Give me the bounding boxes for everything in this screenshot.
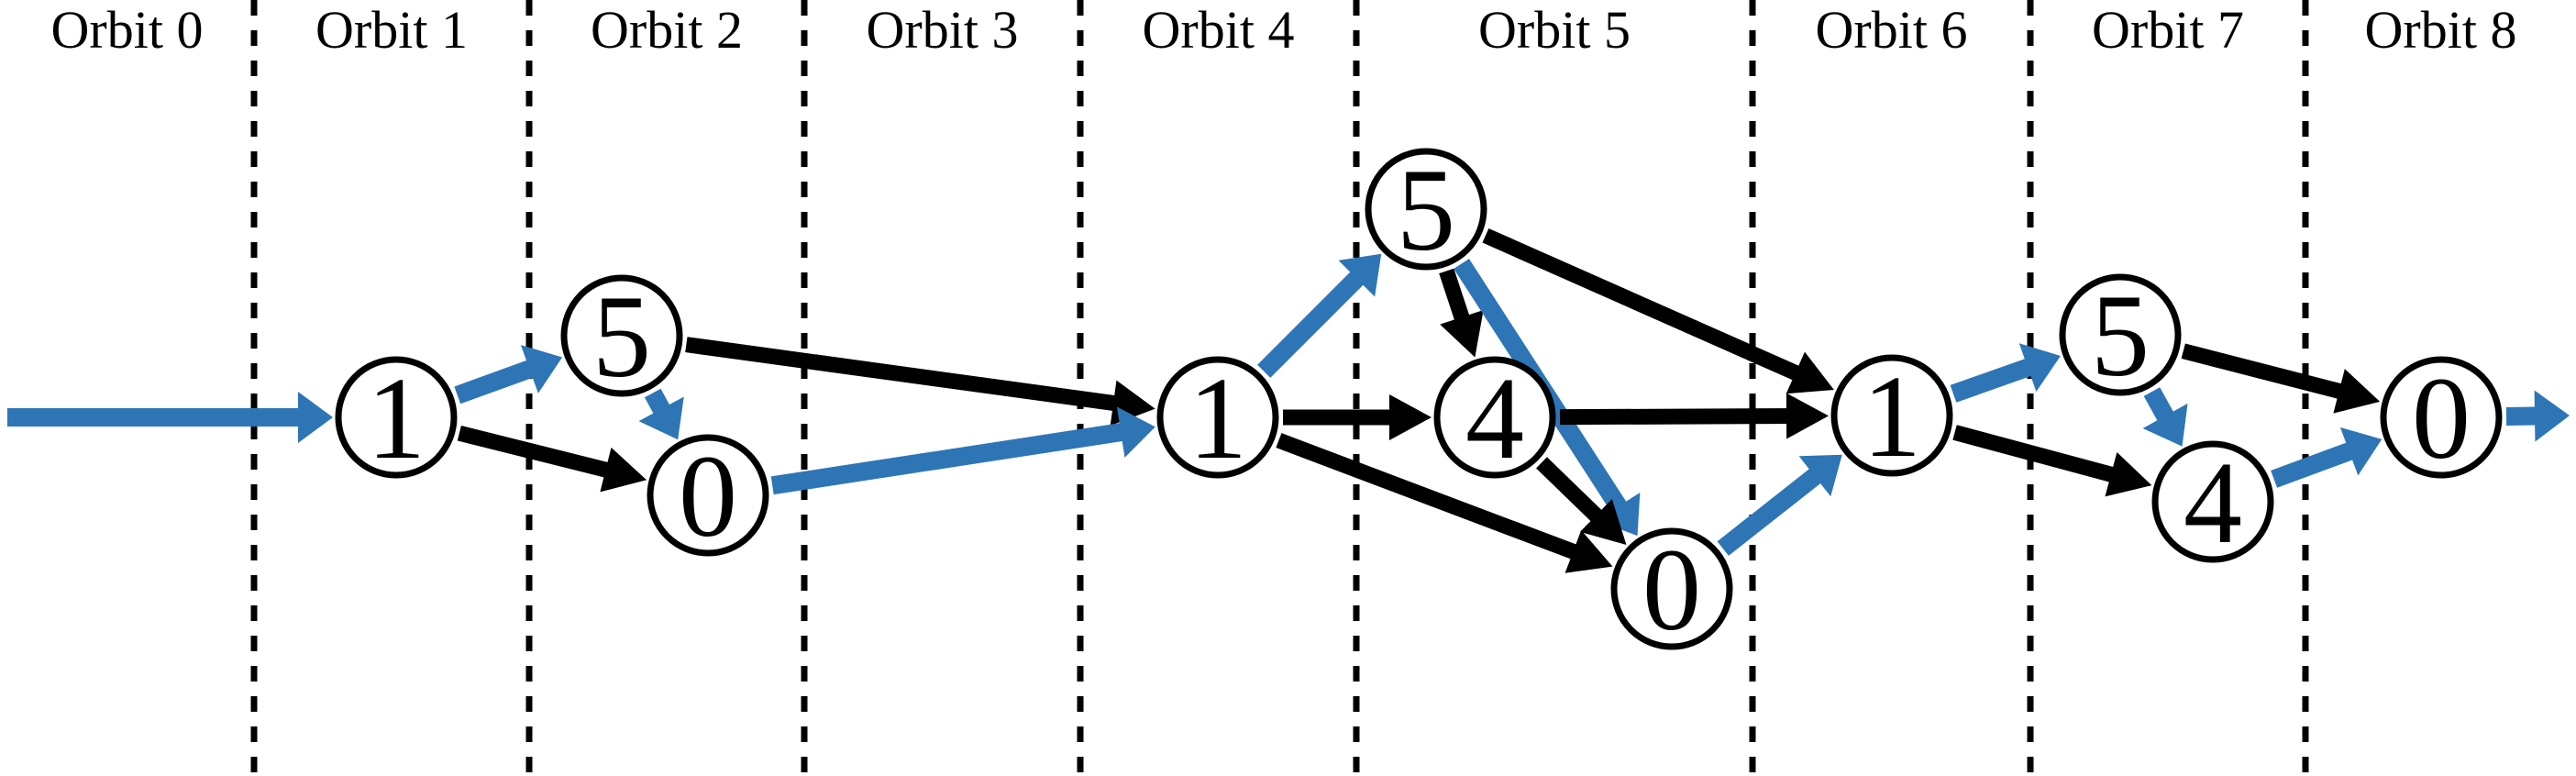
- orbit-label-6: Orbit 6: [1816, 0, 1968, 60]
- node-circle: [1830, 354, 1953, 477]
- edge-n2-5-to-n2-0-blue-arrowhead: [638, 396, 684, 440]
- node-orbit4-value-1: 1: [1156, 353, 1279, 483]
- edge-n8-0-to-external-blue-arrowhead: [2534, 390, 2570, 442]
- edge-n4-1-to-n5-5-blue: [1257, 267, 1368, 378]
- edge-n6-1-to-n7-5-blue: [1950, 356, 2038, 403]
- edge-n5-5-to-n5-0-blue-arrowhead: [1597, 492, 1641, 537]
- orbit-label-3: Orbit 3: [867, 0, 1019, 60]
- node-label: 5: [592, 272, 651, 402]
- orbit-label-1: Orbit 1: [315, 0, 468, 60]
- edge-n5-5-to-n6-1-black-arrowhead: [1786, 351, 1834, 394]
- node-label: 1: [367, 353, 426, 483]
- edge-n6-1-to-n7-4-black-arrowhead: [2105, 452, 2152, 497]
- edge-n5-5-to-n5-4-black-arrowhead: [1440, 309, 1484, 358]
- edge-n5-4-to-n5-0-black: [1536, 457, 1608, 527]
- node-orbit1-value-1: 1: [335, 353, 458, 483]
- node-circle: [2059, 273, 2182, 396]
- edge-n4-1-to-n5-0-black-arrowhead: [1564, 529, 1613, 573]
- node-label: 1: [1863, 351, 1921, 482]
- node-label: 5: [1397, 145, 1455, 275]
- edge-n4-1-to-n5-4-black-arrowhead: [1389, 394, 1432, 440]
- node-label: 0: [1642, 525, 1701, 655]
- edge-n5-4-to-n6-1-black-arrowhead: [1786, 393, 1830, 439]
- node-orbit6-value-1: 1: [1830, 351, 1953, 482]
- node-label: 4: [2184, 438, 2242, 568]
- edge-n7-5-to-n8-0-black: [2181, 343, 2349, 401]
- node-orbit5-value-5: 5: [1365, 145, 1487, 275]
- node-circle: [1365, 148, 1487, 271]
- node-orbit2-value-5: 5: [560, 272, 683, 402]
- node-label: 5: [2091, 271, 2150, 401]
- edge-n1-1-to-n2-0-black-arrowhead: [600, 447, 647, 493]
- orbit-label-7: Orbit 7: [2092, 0, 2244, 60]
- edge-n1-1-to-n2-0-black: [457, 425, 616, 480]
- edge-n5-5-to-n5-4-black: [1439, 268, 1472, 328]
- node-circle: [1433, 356, 1556, 479]
- node-circle: [335, 356, 458, 479]
- node-orbit7-value-4: 4: [2151, 438, 2274, 568]
- edge-external-to-n1-1-blue-arrowhead: [298, 392, 333, 443]
- edge-n7-5-to-n8-0-black-arrowhead: [2333, 369, 2381, 414]
- node-orbit8-value-0: 0: [2380, 353, 2503, 483]
- edge-n2-5-to-n4-1-black: [685, 337, 1123, 413]
- orbit-label-0: Orbit 0: [51, 0, 204, 60]
- node-label: 1: [1188, 353, 1247, 483]
- edge-n7-4-to-n8-0-blue: [2271, 440, 2360, 488]
- node-circle: [2151, 440, 2274, 563]
- edge-n5-0-to-n6-1-blue-arrowhead: [1798, 454, 1842, 497]
- orbit-label-4: Orbit 4: [1143, 0, 1295, 60]
- edge-n6-1-to-n7-5-blue-arrowhead: [2018, 343, 2061, 393]
- node-orbit5-value-4: 4: [1433, 353, 1556, 483]
- node-label: 4: [1465, 353, 1524, 483]
- edge-n1-1-to-n2-5-blue: [454, 358, 539, 405]
- edge-n6-1-to-n7-4-black: [1952, 425, 2122, 484]
- node-orbit2-value-0: 0: [647, 431, 769, 561]
- edge-n5-0-to-n6-1-blue: [1717, 464, 1827, 556]
- node-orbit5-value-0: 0: [1610, 525, 1733, 655]
- edge-n7-5-to-n7-4-blue-arrowhead: [2142, 403, 2188, 447]
- edge-n4-1-to-n5-0-black: [1276, 433, 1585, 562]
- node-circle: [1610, 527, 1733, 650]
- edge-n5-4-to-n5-0-black-arrowhead: [1580, 499, 1627, 545]
- node-circle: [2380, 356, 2503, 479]
- edge-n1-1-to-n2-5-blue-arrowhead: [520, 345, 563, 394]
- edge-n2-0-to-n4-1-blue: [770, 422, 1130, 495]
- edge-n4-1-to-n5-5-blue-arrowhead: [1338, 253, 1382, 297]
- edge-n7-4-to-n8-0-blue-arrowhead: [2339, 427, 2383, 476]
- node-label: 0: [679, 431, 737, 561]
- edge-n2-0-to-n4-1-blue-arrowhead: [1116, 406, 1155, 458]
- node-circle: [647, 434, 769, 557]
- node-circle: [560, 274, 683, 397]
- orbit-label-8: Orbit 8: [2365, 0, 2517, 60]
- edge-n5-5-to-n6-1-black: [1482, 227, 1807, 383]
- node-circle: [1156, 356, 1279, 479]
- orbit-label-5: Orbit 5: [1478, 0, 1631, 60]
- orbit-label-2: Orbit 2: [591, 0, 743, 60]
- node-orbit7-value-5: 5: [2059, 271, 2182, 401]
- node-label: 0: [2412, 353, 2471, 483]
